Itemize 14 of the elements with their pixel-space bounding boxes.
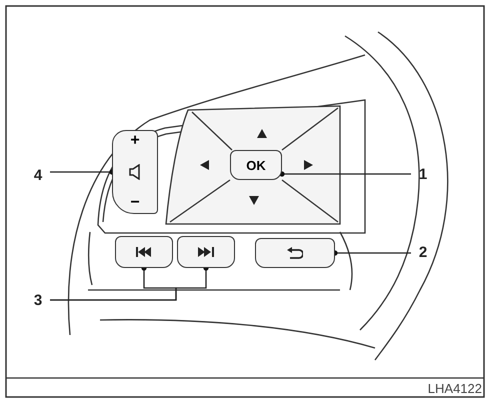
minus-sign: − (130, 195, 140, 211)
volume-switch (112, 130, 158, 214)
callout-number: 4 (30, 165, 46, 185)
back-button (255, 238, 335, 268)
seek-back-button (115, 236, 173, 268)
ok-button: OK (230, 150, 282, 180)
leader-line (50, 265, 209, 301)
plus-sign: + (130, 133, 140, 149)
seek-forward-button (177, 236, 235, 268)
callout-number: 1 (415, 164, 431, 184)
leader-line (279, 171, 411, 177)
callout-number: 2 (415, 242, 431, 262)
figure-code: LHA4122 (428, 381, 482, 396)
callout-number: 3 (30, 290, 46, 310)
